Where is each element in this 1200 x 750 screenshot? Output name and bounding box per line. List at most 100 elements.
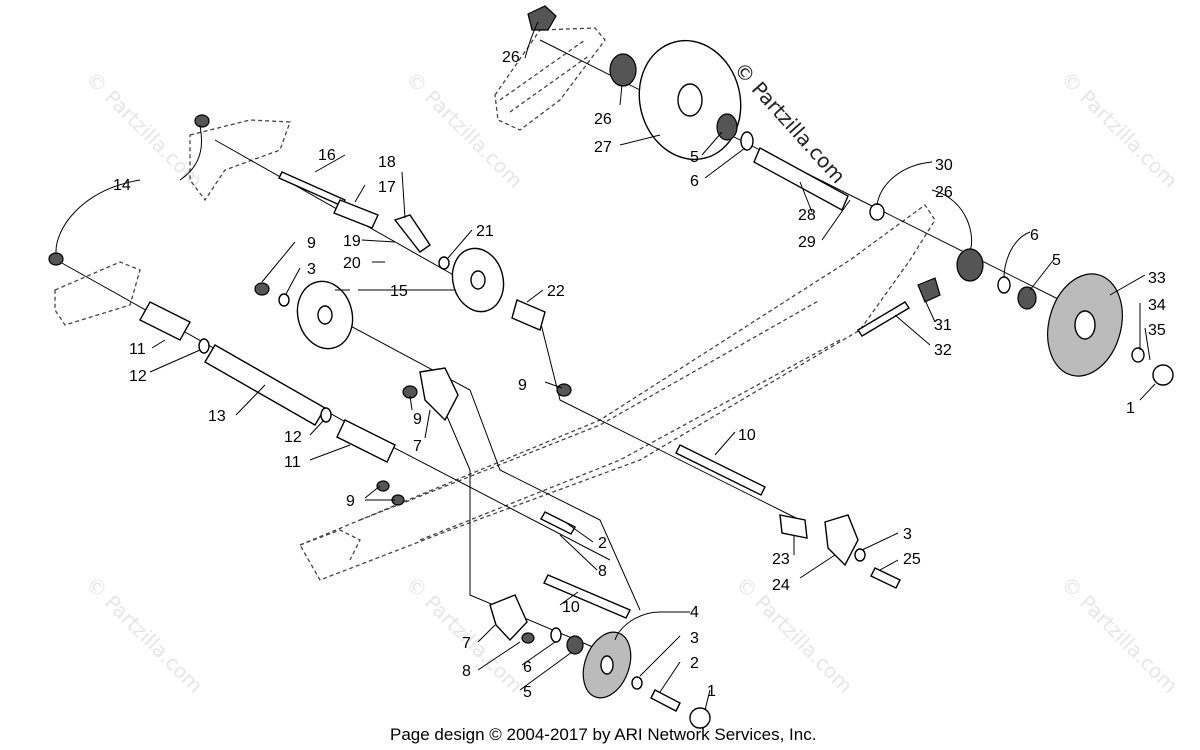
leader-8a: [559, 534, 598, 571]
leader-6a: [704, 147, 746, 179]
leader-lines: [55, 21, 1156, 711]
callout-22: 22: [547, 283, 565, 300]
callout-11-lower: 11: [284, 454, 301, 471]
leader-2b: [659, 661, 681, 693]
rear-idler-wheel-hub: [677, 83, 703, 117]
leader-3b: [861, 532, 899, 551]
leader-17: [354, 184, 366, 203]
callout-10-lower: 10: [562, 599, 580, 616]
washer-3a: [278, 293, 290, 307]
leader-7a: [424, 409, 431, 439]
bolt-2a: [540, 511, 576, 535]
watermark-bottom-mid-right: © Partzilla.com: [731, 572, 857, 698]
copyright-footer: Page design © 2004-2017 by ARI Network S…: [390, 725, 816, 744]
watermark-bottom-left: © Partzilla.com: [81, 572, 207, 698]
callout-18: 18: [378, 154, 396, 171]
watermark-top-left: © Partzilla.com: [81, 67, 207, 193]
callout-26-right: 26: [935, 184, 953, 201]
leader-14-bottom: [55, 179, 141, 254]
rear-cap-top: [527, 5, 557, 31]
leader-19: [361, 239, 396, 243]
leader-32: [894, 314, 931, 346]
callout-21: 21: [476, 223, 494, 240]
callout-3-lower: 3: [690, 630, 699, 647]
bracket-7b: [489, 594, 528, 642]
bolt-25: [870, 567, 901, 589]
callout-32: 32: [934, 342, 952, 359]
callout-34: 34: [1148, 297, 1166, 314]
bracket-7a: [419, 367, 459, 422]
leader-26a: [524, 21, 539, 59]
right-washer: [1131, 347, 1145, 363]
callout-7-upper: 7: [413, 438, 422, 455]
leader-3a: [285, 267, 301, 295]
leader-6b: [1003, 231, 1031, 279]
leader-12b: [309, 419, 325, 436]
watermark-top-right: © Partzilla.com: [1056, 67, 1182, 193]
main-rail-long: [299, 204, 936, 581]
callout-9-bracket: 9: [413, 411, 422, 428]
bracket-24: [824, 514, 859, 567]
cap-nut-14-top: [194, 114, 210, 128]
bolt-8b: [521, 632, 535, 644]
leader-24: [799, 554, 836, 579]
callout-31: 31: [934, 317, 952, 334]
callout-6-rear: 6: [690, 173, 699, 190]
leader-2a: [564, 521, 594, 543]
washer-3b: [854, 548, 866, 562]
callout-29: 29: [798, 234, 816, 251]
leader-14-top: [179, 124, 203, 181]
callout-15: 15: [390, 283, 408, 300]
callout-9-mid: 9: [518, 377, 527, 394]
callout-9-lower: 9: [346, 493, 355, 510]
callout-28: 28: [798, 207, 816, 224]
leader-9d: [364, 485, 395, 501]
rear-axle-tube: [753, 147, 849, 211]
bolt-10a: [675, 444, 766, 496]
callout-3-upper: 3: [307, 261, 316, 278]
callout-27: 27: [594, 139, 612, 156]
callout-6-right: 6: [1030, 227, 1039, 244]
callout-3-right: 3: [903, 526, 912, 543]
callout-35: 35: [1148, 322, 1166, 339]
bolt-10b: [543, 574, 631, 619]
spacer-22: [511, 299, 546, 331]
wheel-bolt-line: [329, 314, 641, 611]
lower-idler-wheel-hub: [600, 655, 614, 675]
leader-5c: [519, 651, 573, 691]
callout-6-lower: 6: [523, 659, 532, 676]
main-rail-front-tip: [299, 529, 361, 561]
leader-25: [879, 559, 899, 571]
wheel-15-lower-hub: [317, 305, 333, 325]
callout-10-upper: 10: [738, 427, 756, 444]
leader-29: [821, 199, 851, 241]
callout-8-lower: 8: [462, 663, 471, 680]
callout-2-upper: 2: [598, 535, 607, 552]
main-rail-detail: [359, 299, 841, 541]
callout-33: 33: [1148, 270, 1166, 287]
callout-23: 23: [772, 551, 790, 568]
callout-1-lower: 1: [707, 683, 716, 700]
callout-5-lower: 5: [523, 684, 532, 701]
callout-12-lower: 12: [284, 429, 302, 446]
callout-13: 13: [208, 408, 226, 425]
leader-6c: [521, 641, 556, 666]
callout-8-upper: 8: [598, 563, 607, 580]
wheel-15-upper-hub: [470, 270, 486, 290]
snap-ring-6c: [550, 627, 562, 643]
rear-washer: [869, 203, 885, 221]
washer-3c: [631, 676, 643, 690]
bracket-31: [917, 277, 941, 303]
tube-11a: [139, 301, 191, 341]
callout-9-upper: 9: [307, 235, 316, 252]
callout-5-right: 5: [1052, 252, 1061, 269]
leader-9c: [544, 381, 563, 389]
shaft-16: [278, 171, 346, 207]
callout-11-upper: 11: [129, 341, 146, 358]
leader-26c: [931, 189, 973, 251]
rear-spacer-left: [609, 53, 637, 87]
callout-16: 16: [318, 147, 336, 164]
left-rail-upper: [189, 119, 291, 202]
watermark-top-mid: © Partzilla.com: [401, 67, 527, 193]
